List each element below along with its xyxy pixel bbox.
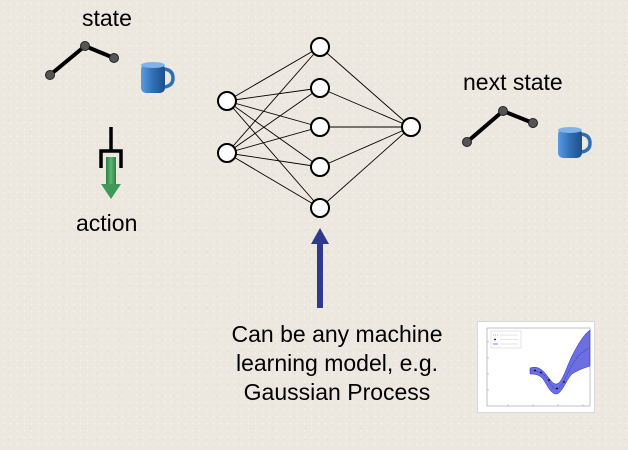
action-gripper-arrow-icon: [99, 127, 123, 199]
input-node-2: [217, 143, 237, 163]
network-nodes: [217, 37, 421, 218]
model-caption: Can be any machine learning model, e.g. …: [208, 320, 466, 407]
action-label: action: [76, 210, 138, 236]
state-mug-icon: [141, 62, 175, 93]
state-label: state: [82, 5, 132, 31]
gp-observations: [534, 369, 565, 390]
hidden-node-3: [310, 117, 330, 137]
gp-mean-line: [529, 347, 591, 390]
hidden-node-1: [310, 37, 330, 57]
caption-line-1: Can be any machine: [231, 321, 443, 347]
input-node-1: [217, 91, 237, 111]
next-state-label: next state: [463, 69, 563, 95]
gp-plot-legend: [490, 330, 522, 349]
gaussian-process-plot-thumbnail: [478, 322, 594, 412]
next-state-robot-arm-icon: [462, 106, 538, 147]
hidden-node-2: [310, 78, 330, 98]
hidden-node-5: [310, 198, 330, 218]
gp-plot-graphic: [486, 327, 591, 407]
network-connections: [226, 46, 412, 209]
gp-confidence-band: [529, 329, 591, 395]
next-state-mug-icon: [558, 127, 592, 158]
output-node: [401, 117, 421, 137]
caption-line-3: Gaussian Process: [243, 379, 431, 405]
caption-line-2: learning model, e.g.: [235, 350, 438, 376]
state-robot-arm-icon: [45, 41, 119, 80]
hidden-node-4: [310, 157, 330, 177]
model-pointer-arrow: [311, 228, 329, 308]
